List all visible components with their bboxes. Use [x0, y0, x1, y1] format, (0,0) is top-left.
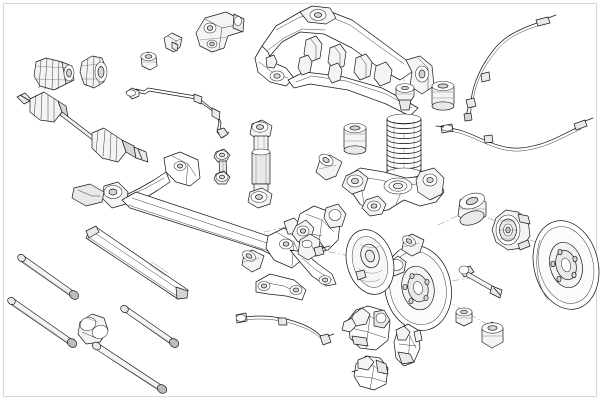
part-wheel-hub [491, 209, 531, 251]
part-hose-line [235, 312, 335, 346]
part-rod-long-2 [7, 297, 78, 348]
part-stabilizer-bar [125, 87, 230, 139]
part-brake-disc-right [532, 220, 600, 310]
part-caliper-bracket [393, 323, 423, 367]
part-brake-cable-upper [463, 14, 557, 122]
part-bracket-upper [195, 11, 245, 53]
part-bolt-short-a [458, 265, 503, 299]
part-clamp-block [77, 313, 109, 345]
part-drive-shaft [16, 91, 149, 163]
part-link-rod [213, 148, 231, 185]
part-rod-short-1 [120, 305, 180, 348]
part-spring-seat-upper [395, 83, 415, 111]
part-spacer-sleeve [401, 233, 425, 257]
part-bushing-tiny [140, 51, 158, 71]
part-bracket-lower-right [255, 273, 307, 301]
part-cv-boot-small [79, 55, 108, 89]
part-sensor-bracket [297, 233, 331, 261]
part-bushing-roller [315, 153, 343, 181]
part-rod-short-2 [91, 341, 168, 394]
part-clip-small [163, 32, 183, 53]
part-backing-plate [345, 229, 395, 295]
part-nut-a [455, 307, 473, 327]
part-brake-cable-lower [435, 117, 594, 152]
part-brake-pad-set [351, 355, 389, 391]
part-nut-b [481, 321, 504, 349]
part-bushing-large [457, 192, 487, 226]
part-rear-subframe [254, 5, 435, 117]
page-border [3, 3, 597, 397]
part-bushing-collar-b [343, 123, 367, 155]
part-rod-beam [85, 225, 189, 300]
part-brake-caliper [341, 305, 391, 351]
part-bushing-cyl [241, 249, 265, 273]
part-control-arm [341, 167, 445, 217]
part-shock-absorber [247, 119, 273, 209]
part-rod-long-1 [17, 254, 80, 300]
part-brake-disc-center [384, 245, 452, 331]
part-cv-boot-large [33, 57, 75, 91]
part-bushing-collar-a [431, 81, 455, 111]
part-rear-axle-beam [71, 151, 337, 287]
part-coil-spring [386, 113, 422, 179]
